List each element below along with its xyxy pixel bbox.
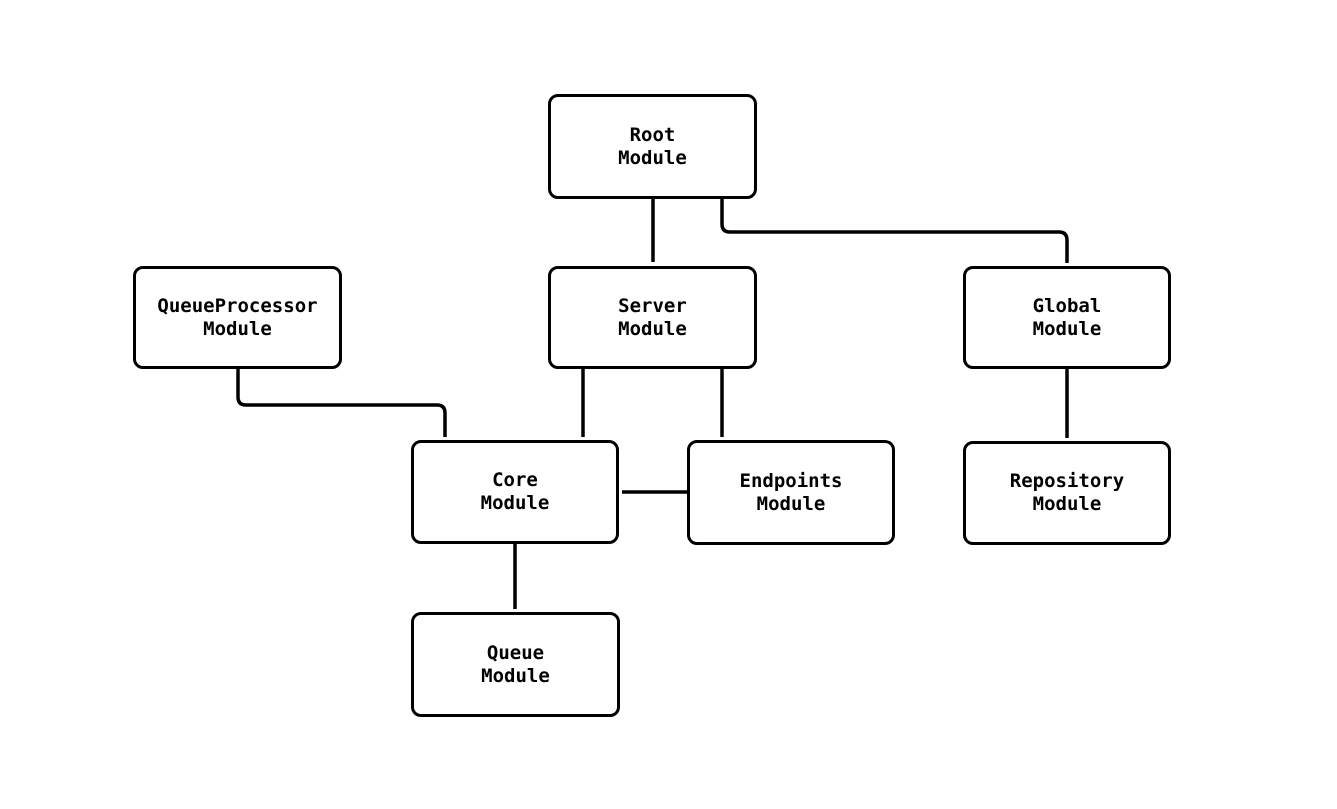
node-label-line1: Repository (1009, 470, 1125, 492)
node-queueprocessor-module: QueueProcessor Module (133, 266, 342, 369)
node-label-line1: Endpoints (739, 469, 843, 492)
node-core-module: Core Module (411, 440, 619, 544)
node-label-line1: Queue (486, 641, 545, 664)
node-label-line2: Module (618, 317, 687, 340)
node-endpoints-module: Endpoints Module (687, 440, 895, 545)
node-label-line2: Module (1032, 493, 1102, 515)
node-label-line2: Module (756, 492, 826, 515)
node-label-line2: Module (618, 146, 687, 169)
node-label-line1: Core (492, 469, 538, 491)
node-label-line1: Global (1032, 294, 1102, 317)
node-label-line1: QueueProcessor (157, 294, 318, 317)
edge-queueprocessor-to-core (236, 369, 447, 437)
node-label-line1: Root (629, 123, 676, 146)
node-label-line1: Server (618, 294, 687, 317)
node-label-line2: Module (480, 492, 550, 514)
node-queue-module: Queue Module (411, 612, 620, 717)
edge-root-to-global (720, 199, 1069, 263)
node-server-module: Server Module (548, 266, 757, 369)
node-label-line2: Module (481, 664, 550, 687)
node-label-line2: Module (203, 317, 272, 340)
node-root-module: Root Module (548, 94, 757, 199)
node-label-line2: Module (1032, 317, 1102, 340)
node-global-module: Global Module (963, 266, 1171, 369)
node-repository-module: Repository Module (963, 441, 1171, 545)
